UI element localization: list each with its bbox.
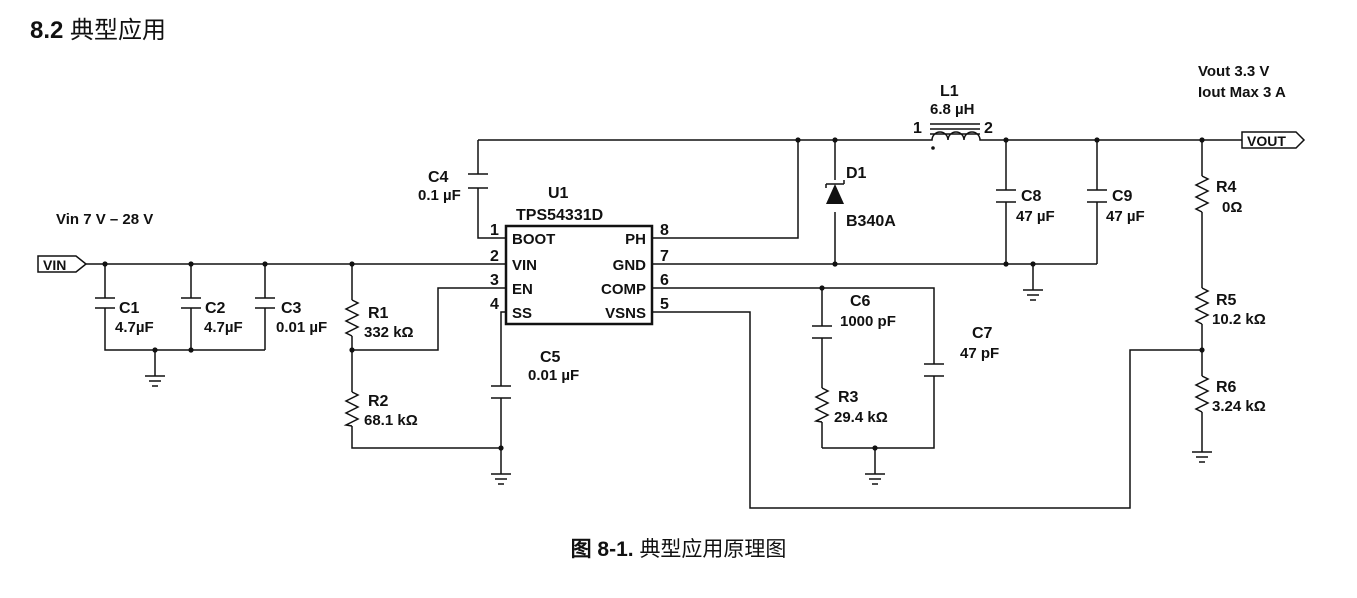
- wires: [86, 139, 1242, 509]
- diode-d1: D1 B340A: [825, 165, 896, 230]
- resistor-r3: R3 29.4 kΩ: [813, 387, 888, 426]
- pin-number-5: 5: [660, 296, 669, 313]
- r6-value: 3.24 kΩ: [1212, 398, 1266, 415]
- diode-value: B340A: [846, 213, 896, 230]
- r1-value: 332 kΩ: [364, 324, 414, 341]
- figure-title: 典型应用原理图: [639, 538, 787, 561]
- pin-name-en: EN: [512, 281, 533, 298]
- pin-number-8: 8: [660, 222, 669, 239]
- r6-ref: R6: [1216, 379, 1237, 396]
- capacitor-c8: C8 47 µF: [996, 188, 1055, 225]
- c4-ref: C4: [428, 169, 449, 186]
- pin-number-3: 3: [490, 272, 499, 289]
- r3-value: 29.4 kΩ: [834, 409, 888, 426]
- capacitor-c9: C9 47 µF: [1087, 188, 1145, 225]
- c1-ref: C1: [119, 300, 140, 317]
- capacitor-c5: C5 0.01 µF: [491, 349, 579, 399]
- pin-name-vsns: VSNS: [605, 305, 646, 322]
- r2-value: 68.1 kΩ: [364, 412, 418, 429]
- c1-value: 4.7µF: [115, 319, 154, 336]
- resistor-r6: R6 3.24 kΩ: [1194, 375, 1266, 415]
- r5-value: 10.2 kΩ: [1212, 311, 1266, 328]
- capacitor-c3: C3 0.01 µF: [255, 297, 327, 336]
- output-current-spec: Iout Max 3 A: [1198, 84, 1286, 101]
- c8-value: 47 µF: [1016, 208, 1055, 225]
- pin-name-gnd: GND: [613, 257, 647, 274]
- pin-number-4: 4: [490, 296, 499, 313]
- input-voltage-spec: Vin 7 V – 28 V: [56, 211, 153, 228]
- vout-port: VOUT: [1241, 131, 1306, 149]
- r5-ref: R5: [1216, 292, 1237, 309]
- ground-symbol: [865, 470, 885, 485]
- inductor-pin-2: 2: [984, 120, 993, 137]
- figure-number: 图 8-1.: [570, 538, 634, 561]
- resistor-r4: R4 0Ω: [1194, 175, 1242, 216]
- c9-ref: C9: [1112, 188, 1133, 205]
- pin-name-boot: BOOT: [512, 231, 555, 248]
- capacitor-c6: C6 1000 pF: [812, 293, 896, 339]
- vout-port-label: VOUT: [1247, 133, 1286, 149]
- pin-name-comp: COMP: [601, 281, 646, 298]
- inductor-value: 6.8 µH: [930, 101, 975, 118]
- pin-number-6: 6: [660, 272, 669, 289]
- inductor-pin-1: 1: [913, 120, 922, 137]
- pin-name-vin: VIN: [512, 257, 537, 274]
- r2-ref: R2: [368, 393, 389, 410]
- c8-ref: C8: [1021, 188, 1042, 205]
- diode-ref: D1: [846, 165, 867, 182]
- section-number: 8.2: [30, 17, 64, 44]
- c4-value: 0.1 µF: [418, 187, 461, 204]
- section-heading: 8.2 典型应用: [30, 10, 166, 45]
- pin-number-1: 1: [490, 222, 499, 239]
- c2-value: 4.7µF: [204, 319, 243, 336]
- c3-value: 0.01 µF: [276, 319, 327, 336]
- figure-caption: 图 8-1. 典型应用原理图: [0, 533, 1357, 563]
- capacitor-c7: C7 47 pF: [924, 325, 999, 377]
- capacitor-c4: C4 0.1 µF: [418, 169, 488, 204]
- c9-value: 47 µF: [1106, 208, 1145, 225]
- ground-symbol: [1023, 286, 1043, 301]
- ground-symbol: [145, 372, 165, 387]
- ic-part: TPS54331D: [516, 207, 603, 224]
- c7-ref: C7: [972, 325, 993, 342]
- inductor-ref: L1: [940, 83, 959, 100]
- c2-ref: C2: [205, 300, 226, 317]
- junctions: [102, 137, 1205, 451]
- ic-u1: U1 TPS54331D BOOT VIN EN SS PH GND COMP …: [490, 185, 669, 326]
- c5-ref: C5: [540, 349, 561, 366]
- pin-name-ss: SS: [512, 305, 532, 322]
- capacitor-c1: C1 4.7µF: [95, 297, 154, 336]
- pin-number-2: 2: [490, 248, 499, 265]
- r4-ref: R4: [1216, 179, 1237, 196]
- section-title: 典型应用: [70, 17, 167, 44]
- pin-name-ph: PH: [625, 231, 646, 248]
- c3-ref: C3: [281, 300, 302, 317]
- pin-number-7: 7: [660, 248, 669, 265]
- resistor-r2: R2 68.1 kΩ: [343, 391, 418, 429]
- capacitor-c2: C2 4.7µF: [181, 297, 243, 336]
- ground-symbol: [1192, 448, 1212, 463]
- ground-symbol: [491, 470, 511, 485]
- r4-value: 0Ω: [1222, 199, 1242, 216]
- vin-port-label: VIN: [43, 257, 66, 273]
- vin-port: VIN: [37, 255, 88, 273]
- resistor-r1: R1 332 kΩ: [344, 299, 414, 341]
- c6-ref: C6: [850, 293, 871, 310]
- output-voltage-spec: Vout 3.3 V: [1198, 63, 1269, 80]
- ic-ref: U1: [548, 185, 569, 202]
- c6-value: 1000 pF: [840, 313, 896, 330]
- r1-ref: R1: [368, 305, 389, 322]
- resistor-r5: R5 10.2 kΩ: [1194, 287, 1266, 328]
- inductor-l1: L1 6.8 µH 1 2: [913, 83, 993, 150]
- r3-ref: R3: [838, 389, 859, 406]
- c5-value: 0.01 µF: [528, 367, 579, 384]
- c7-value: 47 pF: [960, 345, 999, 362]
